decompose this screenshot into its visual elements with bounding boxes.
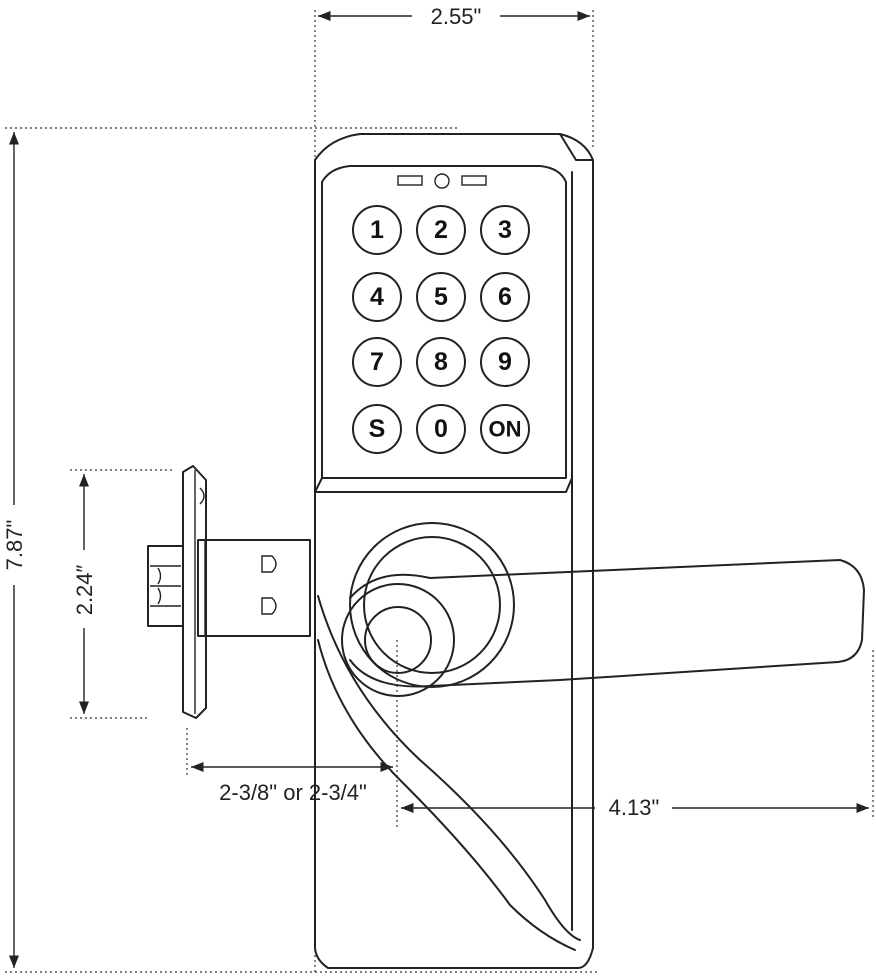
lever-handle (317, 522, 865, 951)
svg-text:S: S (369, 415, 386, 443)
key-3[interactable]: 3 (480, 205, 530, 255)
latch-slot-lower (261, 597, 277, 615)
dim-overall-height-label: 7.87" (2, 520, 27, 571)
key-8[interactable]: 8 (416, 337, 466, 387)
key-4[interactable]: 4 (352, 272, 402, 322)
dim-top-width-label: 2.55" (431, 4, 482, 29)
keypad-panel (321, 165, 567, 479)
svg-text:5: 5 (434, 283, 448, 311)
dim-latch-height-label: 2.24″ (72, 564, 97, 615)
keypad: 1 2 3 4 5 6 7 8 9 S 0 ON (352, 205, 530, 454)
key-on[interactable]: ON (480, 404, 530, 454)
key-7[interactable]: 7 (352, 337, 402, 387)
svg-text:7: 7 (370, 348, 384, 376)
key-0[interactable]: 0 (416, 404, 466, 454)
led-right (461, 175, 487, 186)
dim-backset-label: 2-3/8" or 2-3/4" (219, 780, 367, 805)
svg-text:ON: ON (489, 417, 522, 442)
key-6[interactable]: 6 (480, 272, 530, 322)
key-2[interactable]: 2 (416, 205, 466, 255)
svg-text:2: 2 (434, 216, 448, 244)
svg-text:9: 9 (498, 348, 512, 376)
key-5[interactable]: 5 (416, 272, 466, 322)
dimension-arrows (8, 10, 869, 968)
svg-text:6: 6 (498, 283, 512, 311)
latch-slot-upper (261, 555, 277, 573)
sensor-dot (434, 173, 450, 189)
svg-text:3: 3 (498, 216, 512, 244)
svg-text:8: 8 (434, 348, 448, 376)
key-s[interactable]: S (352, 404, 402, 454)
latch-assembly (147, 465, 311, 719)
key-1[interactable]: 1 (352, 205, 402, 255)
svg-text:0: 0 (434, 415, 448, 443)
svg-text:1: 1 (370, 216, 384, 244)
led-left (397, 175, 423, 186)
lower-plate (314, 477, 573, 579)
key-9[interactable]: 9 (480, 337, 530, 387)
dim-lever-length-label: 4.13" (609, 795, 660, 820)
lock-escutcheon (314, 133, 594, 969)
svg-text:4: 4 (370, 283, 384, 311)
indicator-lights (397, 173, 487, 189)
